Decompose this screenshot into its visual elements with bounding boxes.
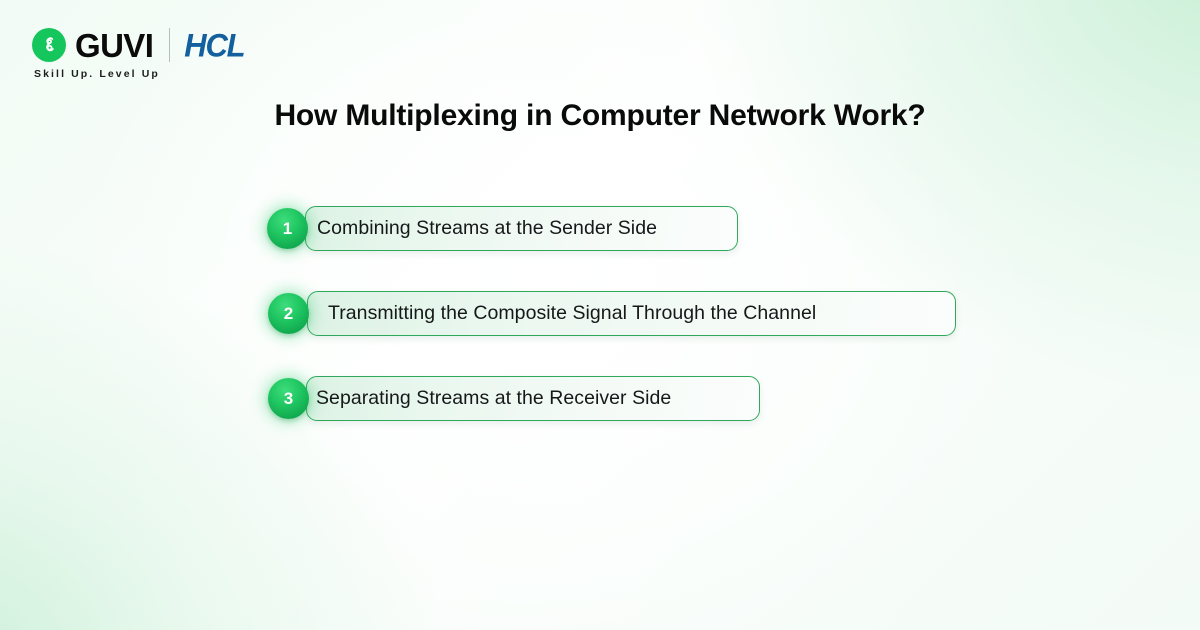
step-label: Combining Streams at the Sender Side (317, 217, 657, 239)
step-pill: Combining Streams at the Sender Side (305, 206, 738, 251)
steps-list: Combining Streams at the Sender Side 1 T… (0, 196, 1200, 451)
guvi-g-mark-icon (32, 28, 66, 62)
step-number-badge: 2 (268, 293, 309, 334)
brand-divider (169, 28, 171, 62)
list-item: Transmitting the Composite Signal Throug… (0, 281, 1200, 366)
brand-lockup: GUVI HCL Skill Up. Level Up (32, 26, 246, 80)
list-item: Separating Streams at the Receiver Side … (0, 366, 1200, 451)
brand-tagline: Skill Up. Level Up (34, 68, 160, 80)
step-number-badge: 1 (267, 208, 308, 249)
step-pill: Transmitting the Composite Signal Throug… (307, 291, 956, 336)
brand-logos-row: GUVI HCL (32, 26, 246, 64)
step-label: Transmitting the Composite Signal Throug… (328, 302, 817, 324)
page-title: How Multiplexing in Computer Network Wor… (274, 99, 926, 132)
step-number-badge: 3 (268, 378, 309, 419)
guvi-wordmark: GUVI (75, 26, 154, 64)
step-label: Separating Streams at the Receiver Side (316, 387, 672, 409)
step-pill: Separating Streams at the Receiver Side (306, 376, 760, 421)
hcl-wordmark: HCL (184, 26, 245, 64)
list-item: Combining Streams at the Sender Side 1 (0, 196, 1200, 281)
